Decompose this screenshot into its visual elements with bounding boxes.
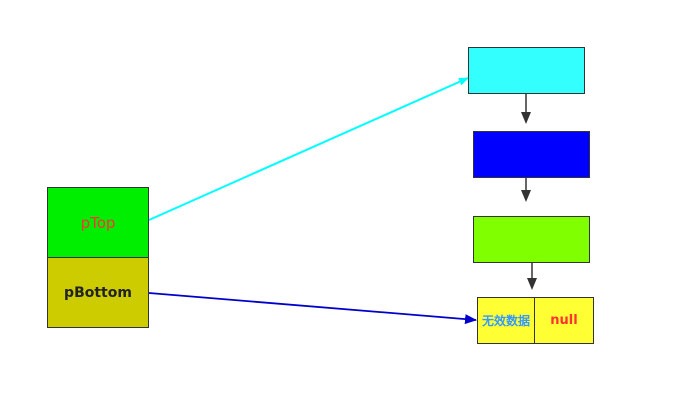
link-arrow-3-head [527, 278, 537, 290]
bottom-node-data: 无效数据 [478, 298, 535, 343]
list-node-top [468, 47, 585, 94]
ptop-label: pTop [80, 213, 116, 232]
list-node-second [473, 131, 590, 178]
pbottom-arrow [148, 292, 477, 325]
list-node-third [473, 216, 590, 263]
ptop-arrow [148, 77, 469, 221]
pbottom-label: pBottom [64, 284, 132, 301]
bottom-node-next: null [550, 313, 578, 328]
link-arrow-1-head [521, 112, 531, 124]
ptop-box: pTop [47, 187, 149, 258]
list-node-bottom: 无效数据 null [477, 297, 594, 344]
pbottom-box: pBottom [47, 257, 149, 328]
link-arrow-2-head [521, 190, 531, 202]
